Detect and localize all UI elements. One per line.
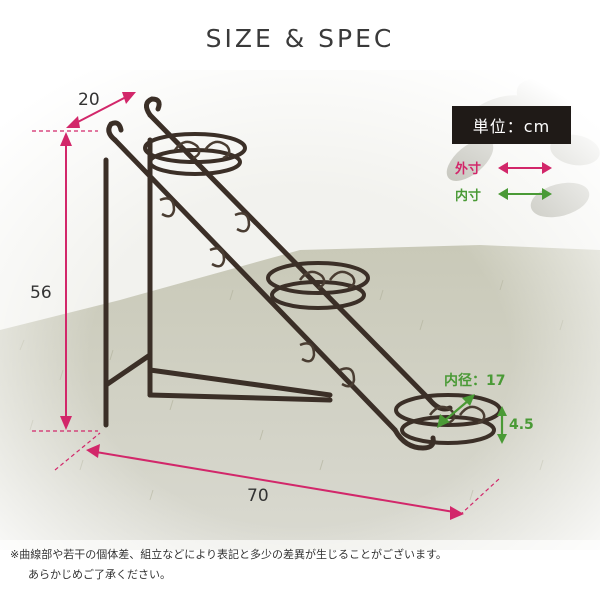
legend-inner-arrow xyxy=(498,188,552,200)
legend-outer-label: 外寸 xyxy=(455,162,482,177)
unit-badge: 単位：cm xyxy=(452,106,571,144)
note-line: ※曲線部や若干の個体差、組立などにより表記と多少の差異が生じることがございます。 xyxy=(10,548,447,561)
pot-diameter-arrow xyxy=(437,394,475,428)
pot-height-label: 4.5 xyxy=(509,417,534,433)
depth-dimension-arrow xyxy=(66,92,136,128)
legend-inner-label: 内寸 xyxy=(455,189,482,204)
legend-outer-arrow xyxy=(498,162,552,174)
pot-diameter-label: 内径：17 xyxy=(444,373,506,389)
pot-height-arrow xyxy=(497,406,507,444)
notes: ※曲線部や若干の個体差、組立などにより表記と多少の差異が生じることがございます。… xyxy=(10,545,447,585)
photo-vignette xyxy=(0,70,600,550)
height-dimension-label: 56 xyxy=(30,283,52,303)
height-dimension-arrow xyxy=(60,132,72,430)
depth-dimension-label: 20 xyxy=(78,90,100,110)
width-dimension-label: 70 xyxy=(247,486,269,506)
dimension-guides xyxy=(32,130,501,516)
note-line: あらかじめご了承ください。 xyxy=(28,568,171,581)
width-dimension-arrow xyxy=(86,444,464,520)
frame-scrolls xyxy=(159,140,486,425)
plant-stand-photo xyxy=(0,70,600,550)
page-title: SIZE & SPEC xyxy=(205,24,395,53)
pot-rings xyxy=(143,132,502,445)
